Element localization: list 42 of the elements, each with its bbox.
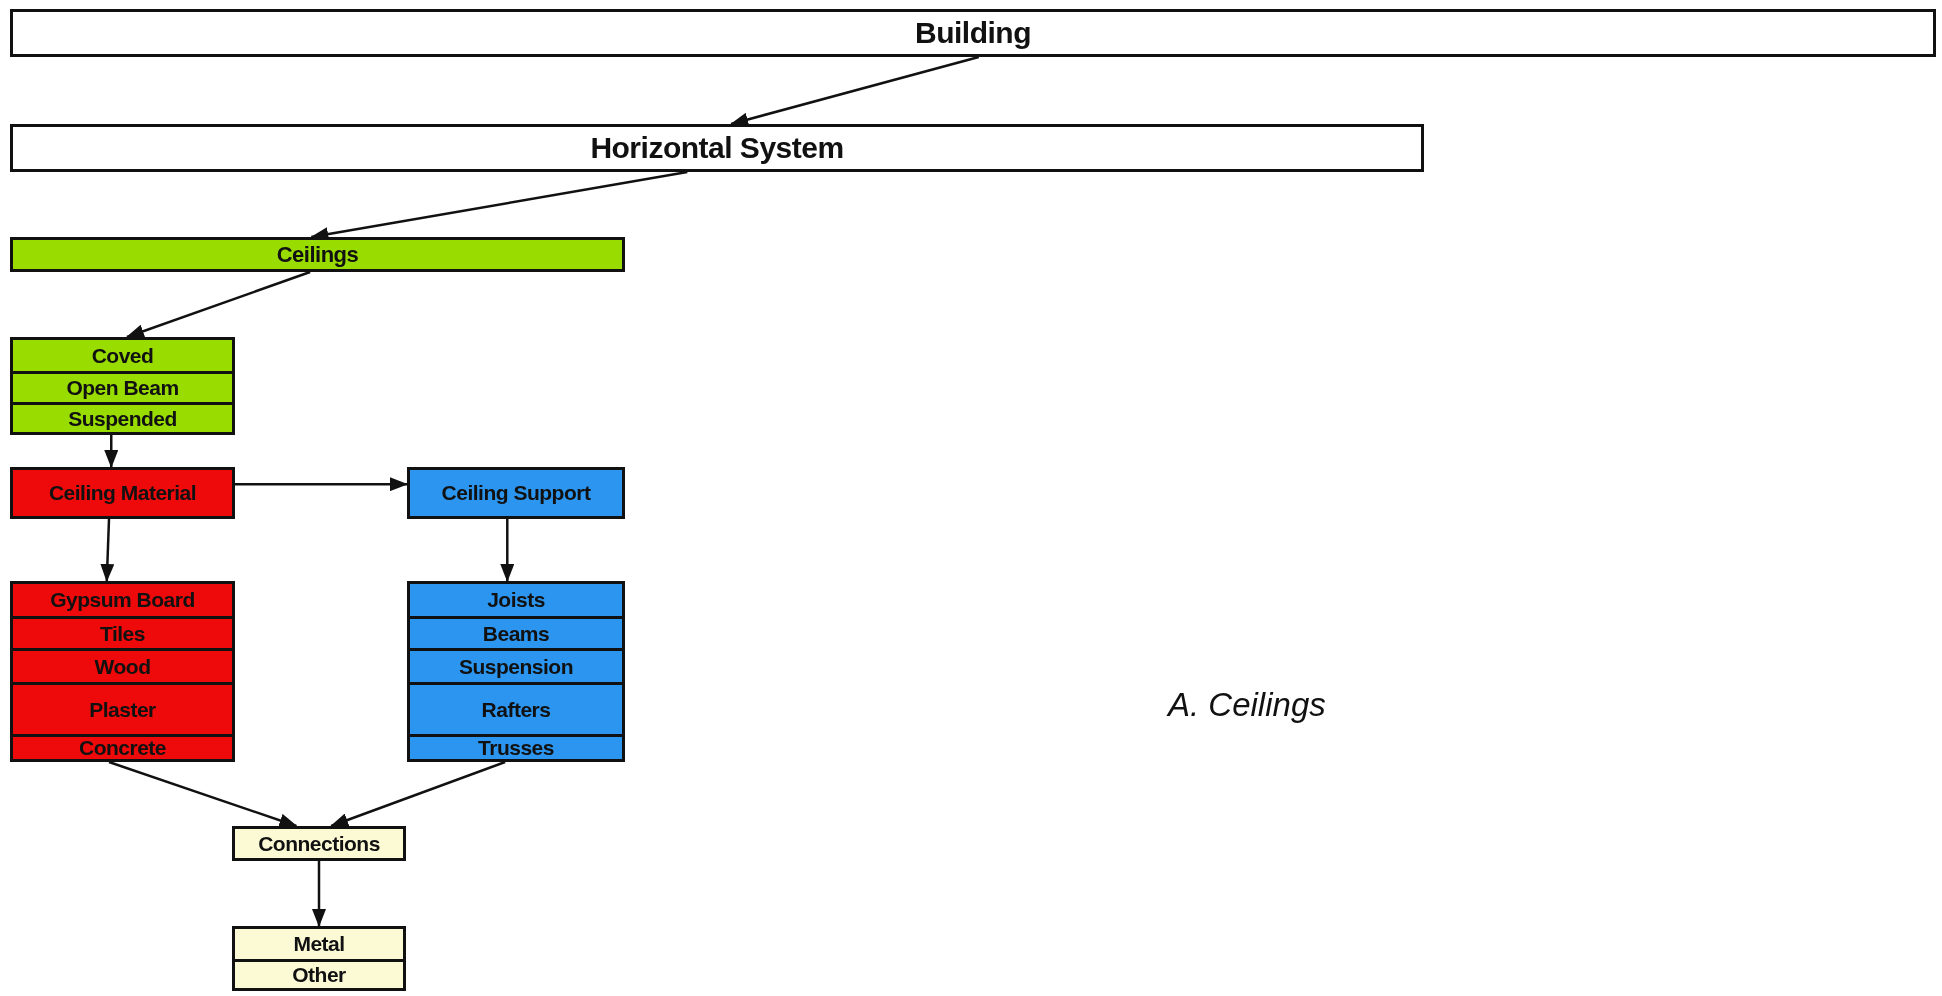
list-row (13, 371, 232, 402)
category-box (232, 826, 406, 861)
arrow (500, 519, 515, 582)
node-label: Open Beam (66, 376, 179, 400)
category-box (10, 467, 235, 519)
category-box (10, 124, 1424, 172)
node-label: Rafters (481, 697, 551, 722)
category-box (407, 467, 625, 519)
group-box (232, 926, 406, 991)
node-label: Tiles (100, 621, 145, 646)
group-box (10, 581, 235, 762)
node-label: Suspension (459, 654, 573, 679)
node-label: Ceiling Support (441, 481, 591, 505)
node-label: Plaster (89, 697, 156, 722)
arrow (235, 477, 408, 492)
node-label: Horizontal System (590, 131, 844, 165)
node-label: Coved (91, 343, 154, 368)
arrow (108, 760, 298, 828)
arrow (312, 861, 326, 927)
arrow (126, 270, 311, 339)
group-box (10, 337, 235, 435)
category-box (10, 9, 1936, 57)
list-row (13, 402, 232, 432)
node-label: Ceiling Material (48, 481, 197, 505)
arrow (100, 518, 115, 582)
node-label: Ceilings (276, 241, 359, 268)
arrow (330, 760, 506, 828)
node-label: Connections (258, 831, 380, 856)
node-label: Joists (487, 588, 545, 612)
node-label: Trusses (478, 736, 554, 760)
node-label: Concrete (79, 736, 166, 760)
node-label: Gypsum Board (50, 588, 195, 612)
node-label: Building (915, 16, 1031, 50)
node-label: Suspended (68, 406, 177, 431)
node-label: Beams (482, 621, 550, 646)
category-box (10, 237, 625, 272)
node-label: Other (292, 963, 346, 987)
group-box (407, 581, 625, 762)
node-label: Wood (94, 654, 151, 679)
arrow (104, 435, 119, 468)
node-label: Metal (293, 932, 345, 956)
caption-text: A. Ceilings (1168, 686, 1326, 724)
